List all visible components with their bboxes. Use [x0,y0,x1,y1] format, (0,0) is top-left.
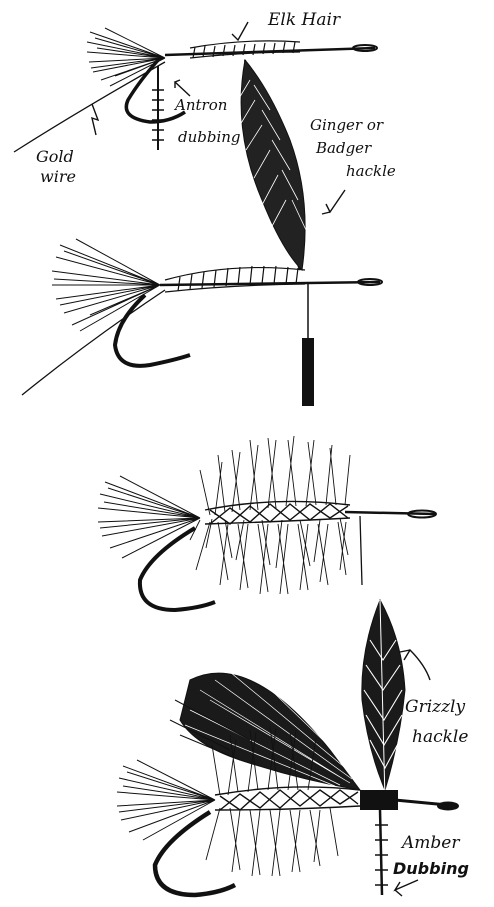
hackle-arrow [322,190,345,214]
dubbing-thread [380,810,382,895]
wire-ribbed-body [215,787,360,810]
wire-arrow [92,104,98,135]
hackle-label: hackle [346,162,396,180]
antron-arrow [175,80,190,96]
step-4-fly: Grizzly hackle Amber Dubbing [117,600,469,896]
thread-wraps [190,41,300,58]
hook-eye [438,803,458,810]
tail-fibers [98,476,200,558]
wire-ribbed-body [205,501,350,524]
ginger-label: Ginger or [310,116,384,134]
step-1-fly: Elk Hair Antron dubbing Gold wire [14,10,377,186]
hook-shank [345,512,435,514]
badger-label: Badger [315,139,372,157]
tying-thread [360,516,362,585]
tail-fibers [87,28,165,86]
hackle-pliers [302,282,314,406]
grizzly-hackle-label: hackle [412,727,468,747]
tail-fibers [117,760,215,840]
amber-label: Amber [400,833,460,853]
amber-dubbing-label: Dubbing [393,859,469,878]
ginger-hackle-feather [238,60,306,270]
elk-hair-wing [170,665,360,790]
grizzly-hackle-feather [362,600,405,800]
hook-bend [140,528,215,610]
thread-head [360,790,398,810]
hook-shank [165,48,375,55]
dubbing-arrow [395,880,418,896]
hook-bend [155,812,235,895]
grizzly-label: Grizzly [405,697,465,717]
dubbing-label: dubbing [178,128,241,146]
body-wraps [165,266,305,292]
tail-fibers [52,239,160,331]
grizzly-arrow [400,650,430,680]
elk-hair-label: Elk Hair [267,10,341,30]
elk-hair-arrow [232,22,248,40]
gold-wire [14,62,165,152]
gold-label: Gold [36,147,74,166]
hook-bend [115,295,190,366]
step-3-fly [98,436,436,610]
gold-wire [22,290,165,395]
antron-label: Antron [173,96,227,114]
wire-label: wire [40,167,76,186]
